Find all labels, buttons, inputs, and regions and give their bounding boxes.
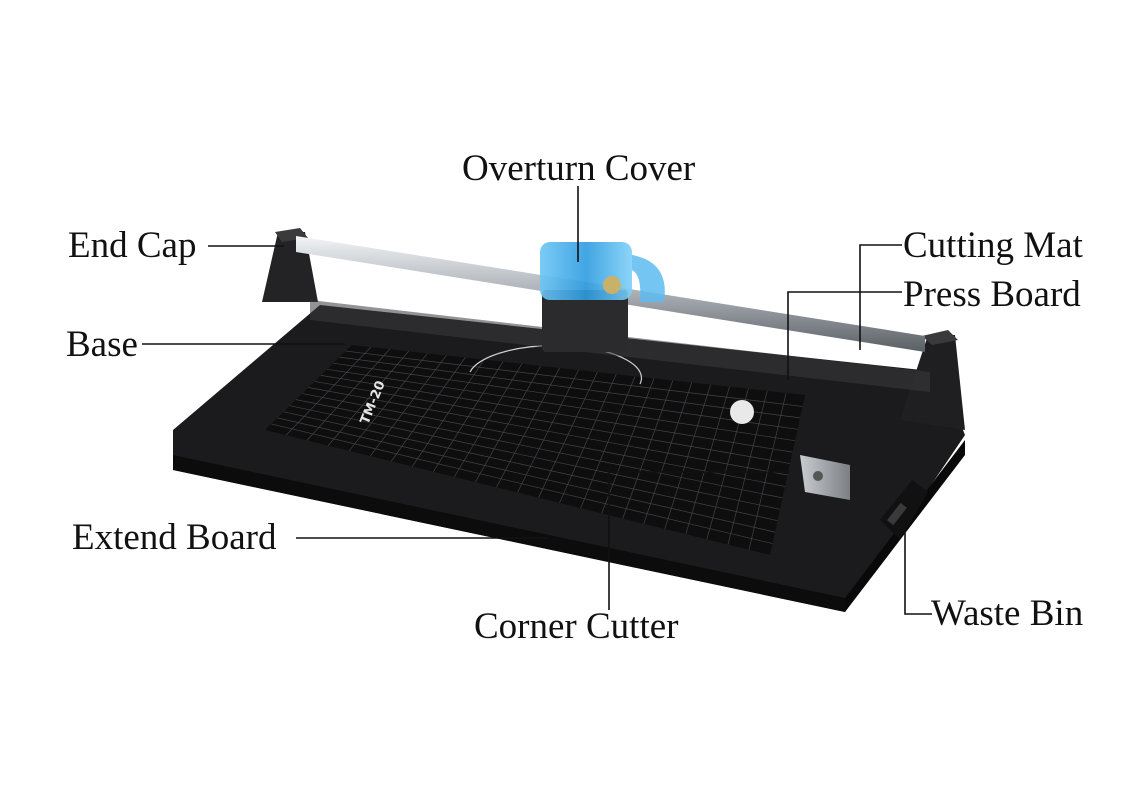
cutting-mat-shape: TM-20 xyxy=(265,344,805,555)
mat-grid-line xyxy=(339,356,801,419)
leader-cutting-mat xyxy=(859,244,902,350)
mat-grid-line xyxy=(283,411,778,522)
mat-grid-line xyxy=(327,368,796,442)
waste-bin-shape xyxy=(880,480,928,540)
leader-waste-bin xyxy=(904,520,932,615)
corner-cutter-shape xyxy=(800,455,850,500)
label-corner-cutter: Corner Cutter xyxy=(474,606,679,647)
mat-grid-line xyxy=(271,423,773,544)
mat-grid-line xyxy=(277,417,776,533)
leader-lines xyxy=(142,186,932,615)
mat-grid-line xyxy=(296,399,783,499)
leader-press-board xyxy=(787,291,902,380)
mat-grid-line xyxy=(314,381,791,464)
mat-grid-line xyxy=(308,387,788,476)
label-end-cap: End Cap xyxy=(68,225,197,266)
leader-corner-cutter xyxy=(608,471,790,610)
mat-grid-line xyxy=(289,405,781,510)
mat-grid-line xyxy=(345,350,803,407)
brand-logo-icon xyxy=(730,400,754,424)
label-base: Base xyxy=(66,324,138,365)
end-cap-right xyxy=(900,330,965,430)
mat-grid-line xyxy=(302,393,786,487)
mat-grid-line xyxy=(333,362,798,430)
blade-carriage xyxy=(540,242,665,352)
mat-grid-line xyxy=(320,375,793,453)
label-waste-bin: Waste Bin xyxy=(931,593,1084,634)
label-cutting-mat: Cutting Mat xyxy=(903,225,1083,266)
label-press-board: Press Board xyxy=(903,274,1081,315)
label-extend-board: Extend Board xyxy=(72,517,277,558)
label-overturn-cover: Overturn Cover xyxy=(462,148,696,189)
